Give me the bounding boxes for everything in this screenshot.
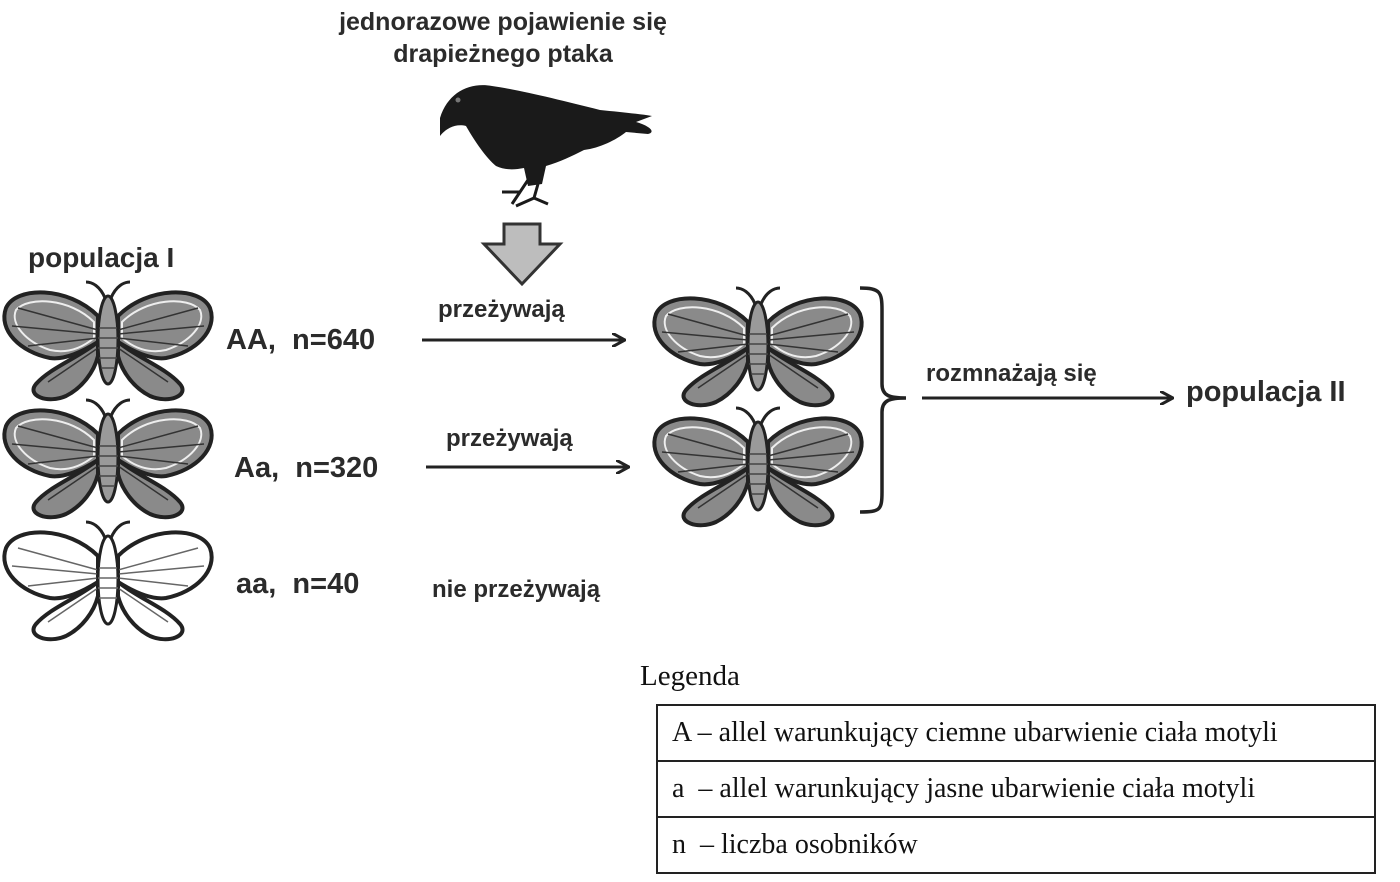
outcome-label-aa-rec: nie przeżywają <box>432 576 601 603</box>
legend-title: Legenda <box>640 660 740 692</box>
bird-icon <box>440 85 652 208</box>
butterfly-aa-dark-icon <box>2 280 214 402</box>
legend-row: a – allel warunkujący jasne ubarwienie c… <box>656 760 1376 818</box>
outcome-label-aa: przeżywają <box>438 296 565 323</box>
genotype-label-aa: AA, n=640 <box>226 324 376 356</box>
legend-row: A – allel warunkujący ciemne ubarwienie … <box>656 704 1376 762</box>
legend-table: A – allel warunkujący ciemne ubarwienie … <box>656 704 1376 874</box>
genotype-label-aa-rec: aa, n=40 <box>236 568 360 600</box>
outcome-label-aa-het: przeżywają <box>446 425 573 452</box>
population-2-label: populacja II <box>1186 376 1346 408</box>
diagram-title-line2: drapieżnego ptaka <box>393 40 613 68</box>
population-1-label: populacja I <box>28 242 175 273</box>
legend-row-text: n – liczba osobników <box>656 816 1376 874</box>
butterfly-survivor-1-icon <box>652 286 864 408</box>
diagram-title-line1: jednorazowe pojawienie się <box>339 8 667 36</box>
reproduce-label: rozmnażają się <box>926 360 1097 387</box>
butterfly-survivor-2-icon <box>652 406 864 528</box>
predation-arrow-icon <box>480 222 564 287</box>
survivors-bracket <box>859 286 907 514</box>
legend-row-text: a – allel warunkujący jasne ubarwienie c… <box>656 760 1376 818</box>
butterfly-recessive-light-icon <box>2 520 214 642</box>
genotype-label-aa-het: Aa, n=320 <box>234 452 379 484</box>
butterfly-aa-het-dark-icon <box>2 398 214 520</box>
legend-row-text: A – allel warunkujący ciemne ubarwienie … <box>656 704 1376 762</box>
legend-row: n – liczba osobników <box>656 816 1376 874</box>
